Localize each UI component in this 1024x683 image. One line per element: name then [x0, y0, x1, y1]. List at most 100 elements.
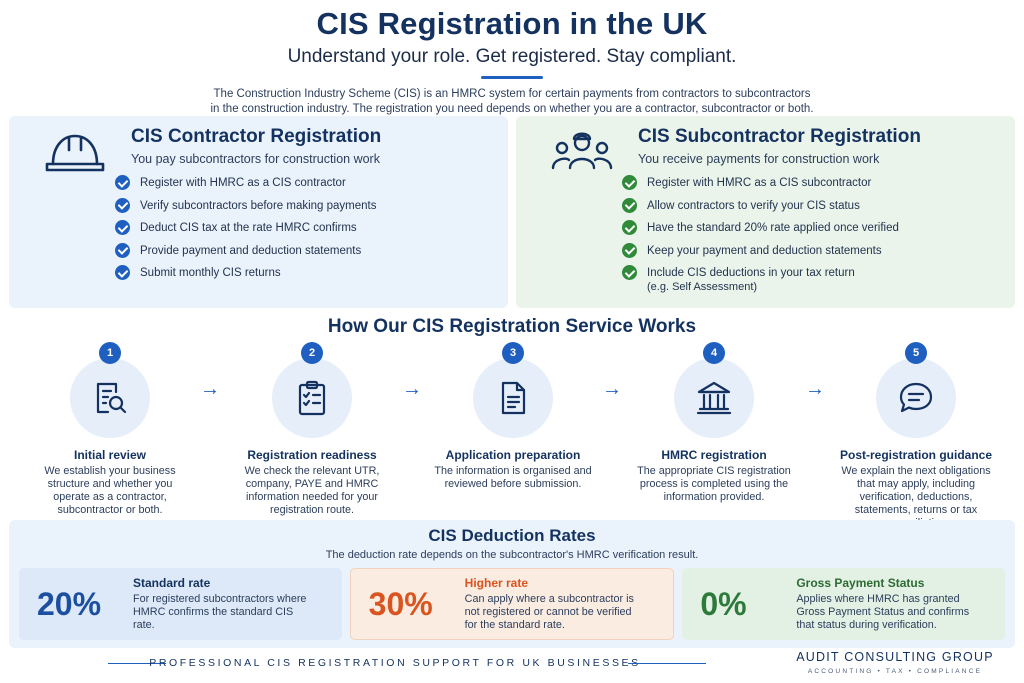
footer-divider-left — [108, 663, 166, 664]
step-1: 1 Initial review We establish your busin… — [25, 342, 195, 517]
page-subtitle: Understand your role. Get registered. St… — [287, 46, 737, 67]
step-icon-circle — [272, 358, 352, 438]
brand-name: AUDIT CONSULTING GROUP — [796, 650, 994, 664]
rate-percentage: 30% — [368, 585, 433, 622]
brand-tagline: ACCOUNTING • TAX • COMPLIANCE — [807, 668, 983, 675]
contractor-title: CIS Contractor Registration — [131, 126, 382, 147]
list-item-note: (e.g. Self Assessment) — [647, 281, 758, 293]
rate-card-higher: 30% Higher rate Can apply where a subcon… — [349, 568, 675, 640]
step-number: 3 — [502, 342, 524, 364]
arrow-right-icon: → — [402, 378, 422, 400]
list-item: Register with HMRC as a CIS contractor — [115, 175, 494, 190]
step-icon-circle — [876, 358, 956, 438]
header: CIS Registration in the UK Understand yo… — [0, 0, 1024, 117]
step-description: We establish your business structure and… — [44, 465, 176, 516]
subcontractor-subtitle: You receive payments for construction wo… — [638, 152, 880, 166]
step-3: 3 Application preparation The informatio… — [428, 342, 598, 491]
document-search-icon — [96, 382, 127, 414]
rate-description: Can apply where a subcontractor is not r… — [464, 593, 634, 631]
arrow-right-icon: → — [602, 378, 622, 400]
clipboard-check-icon — [298, 380, 326, 416]
rate-percentage: 0% — [700, 585, 747, 622]
step-number: 2 — [301, 342, 323, 364]
step-number: 1 — [99, 342, 121, 364]
page-title: CIS Registration in the UK — [316, 6, 708, 41]
contractor-checklist: Register with HMRC as a CIS contractor V… — [115, 175, 494, 280]
list-item: Include CIS deductions in your tax retur… — [622, 265, 1001, 294]
check-circle-icon — [622, 197, 637, 213]
rates-subtitle: The deduction rate depends on the subcon… — [325, 549, 699, 561]
rate-name: Gross Payment Status — [796, 576, 925, 590]
check-circle-icon — [115, 175, 130, 190]
government-building-icon — [696, 381, 732, 415]
footer: PROFESSIONAL CIS REGISTRATION SUPPORT FO… — [0, 650, 1024, 683]
list-item: Keep your payment and deduction statemen… — [622, 242, 1001, 258]
list-item: Provide payment and deduction statements — [115, 242, 494, 258]
step-icon-circle — [674, 358, 754, 438]
step-4: 4 HMRC registration The appropriate CIS … — [629, 342, 799, 504]
document-icon — [501, 381, 526, 415]
step-2: 2 Registration readiness We check the re… — [227, 342, 397, 517]
list-item: Submit monthly CIS returns — [115, 265, 494, 280]
intro-line-1: The Construction Industry Scheme (CIS) i… — [213, 88, 811, 100]
subcontractor-panel: CIS Subcontractor Registration You recei… — [516, 116, 1015, 308]
contractor-heading: CIS Contractor Registration You pay subc… — [131, 126, 494, 166]
step-description: The appropriate CIS registration process… — [637, 465, 791, 503]
rate-details: Standard rate For registered subcontract… — [133, 576, 313, 632]
arrow-right-icon: → — [200, 378, 220, 400]
check-circle-icon — [622, 265, 637, 280]
step-title: Post-registration guidance — [839, 448, 993, 462]
step-description: We check the relevant UTR, company, PAYE… — [244, 465, 380, 516]
footer-divider-right — [628, 663, 706, 664]
step-number: 4 — [703, 342, 725, 364]
service-steps: 1 Initial review We establish your busin… — [20, 342, 1004, 529]
list-item: Allow contractors to verify your CIS sta… — [622, 197, 1001, 213]
workers-group-icon — [551, 132, 613, 170]
arrow-right-icon: → — [805, 378, 825, 400]
rate-description: For registered subcontractors where HMRC… — [133, 593, 307, 631]
check-circle-icon — [115, 220, 130, 235]
list-item: Verify subcontractors before making paym… — [115, 197, 494, 213]
step-description: The information is organised and reviewe… — [434, 465, 592, 490]
rate-details: Gross Payment Status Applies where HMRC … — [796, 576, 986, 632]
rates-title: CIS Deduction Rates — [428, 526, 596, 545]
step-5: 5 Post-registration guidance We explain … — [831, 342, 1001, 530]
rate-card-standard: 20% Standard rate For registered subcont… — [19, 568, 342, 640]
brand-logo: AUDIT CONSULTING GROUP ACCOUNTING • TAX … — [788, 650, 1002, 675]
check-circle-icon — [622, 242, 637, 258]
step-number: 5 — [905, 342, 927, 364]
step-title: Registration readiness — [247, 448, 377, 462]
subcontractor-checklist: Register with HMRC as a CIS subcontracto… — [622, 175, 1001, 294]
intro-text: The Construction Industry Scheme (CIS) i… — [0, 87, 1024, 117]
chat-bubble-icon — [899, 382, 933, 413]
rate-percentage: 20% — [37, 585, 102, 622]
intro-line-2: in the construction industry. The regist… — [210, 103, 814, 115]
rate-card-gross: 0% Gross Payment Status Applies where HM… — [682, 568, 1006, 640]
check-circle-icon — [622, 220, 637, 235]
check-circle-icon — [115, 197, 130, 213]
registration-types: CIS Contractor Registration You pay subc… — [9, 116, 1015, 308]
contractor-subtitle: You pay subcontractors for construction … — [131, 152, 380, 166]
title-divider — [481, 76, 543, 79]
rate-cards: 20% Standard rate For registered subcont… — [19, 568, 1006, 640]
deduction-rates-panel: CIS Deduction Rates The deduction rate d… — [9, 520, 1015, 648]
rate-details: Higher rate Can apply where a subcontrac… — [465, 576, 645, 632]
footer-tagline: PROFESSIONAL CIS REGISTRATION SUPPORT FO… — [149, 657, 641, 669]
subcontractor-heading: CIS Subcontractor Registration You recei… — [638, 126, 1001, 166]
hard-hat-icon — [45, 134, 105, 172]
rate-name: Standard rate — [133, 576, 211, 590]
step-title: Initial review — [73, 448, 147, 462]
subcontractor-title: CIS Subcontractor Registration — [638, 126, 921, 147]
service-title: How Our CIS Registration Service Works — [327, 316, 697, 337]
check-circle-icon — [115, 265, 130, 280]
rate-name: Higher rate — [464, 576, 529, 590]
step-icon-circle — [473, 358, 553, 438]
check-circle-icon — [115, 242, 130, 258]
list-item: Have the standard 20% rate applied once … — [622, 220, 1001, 235]
step-title: HMRC registration — [661, 448, 767, 462]
list-item: Deduct CIS tax at the rate HMRC confirms — [115, 220, 494, 235]
step-title: Application preparation — [445, 448, 581, 462]
rate-description: Applies where HMRC has granted Gross Pay… — [796, 593, 970, 631]
list-item: Register with HMRC as a CIS subcontracto… — [622, 175, 1001, 190]
check-circle-icon — [622, 175, 637, 190]
